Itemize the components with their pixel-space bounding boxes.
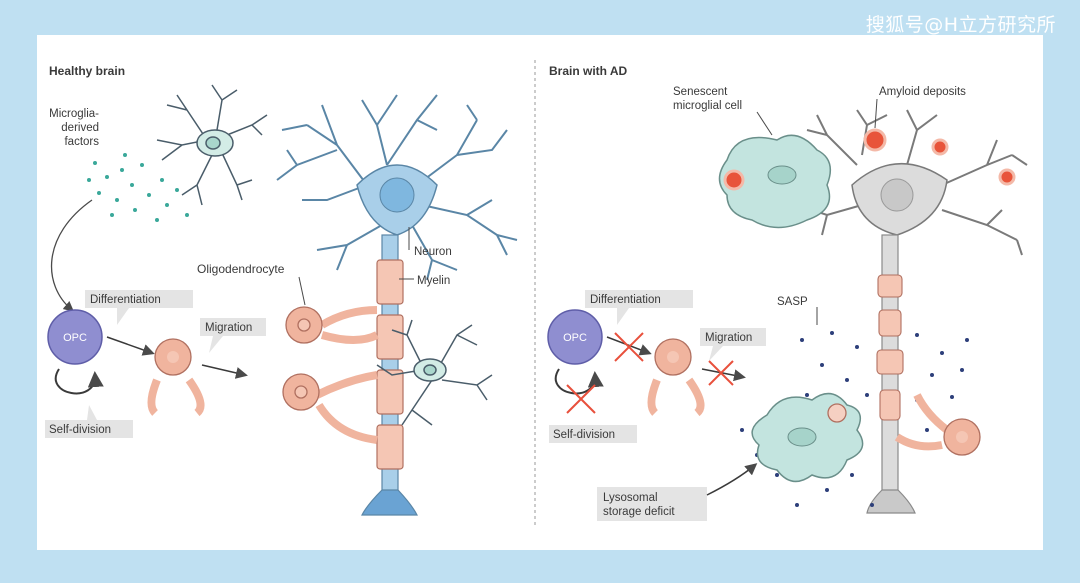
ad-self-division: Self-division bbox=[553, 429, 615, 441]
differentiation-arrow bbox=[106, 336, 155, 356]
healthy-neuron bbox=[276, 94, 518, 516]
ad-migration-x bbox=[708, 360, 734, 386]
ad-opc-label: OPC bbox=[563, 332, 587, 344]
senescent-pointer bbox=[756, 111, 773, 136]
myelin-label: Myelin bbox=[417, 275, 450, 287]
differentiation-box bbox=[85, 290, 193, 308]
microglia-factors-line2: derived bbox=[61, 122, 99, 134]
lysosomal-microglia bbox=[751, 392, 864, 483]
differentiation-box-tail bbox=[117, 308, 129, 325]
ad-young-oligo bbox=[647, 338, 705, 417]
ad-differentiation-x bbox=[614, 332, 644, 362]
migration-arrow bbox=[201, 364, 248, 379]
ad-migration: Migration bbox=[705, 332, 752, 344]
lysosomal-box bbox=[597, 487, 707, 521]
migration-box bbox=[200, 318, 266, 336]
ad-migration-arrow bbox=[701, 368, 746, 382]
amyloid-pointer bbox=[874, 98, 878, 129]
ad-self-division-x bbox=[566, 384, 596, 414]
oligodendrocyte-label: Oligodendrocyte bbox=[197, 262, 285, 276]
senescent-microglia bbox=[718, 134, 832, 229]
watermark: 搜狐号@H立方研究所 bbox=[865, 14, 1056, 36]
self-division-arrow bbox=[55, 368, 104, 395]
healthy-oligodendrocytes bbox=[282, 306, 379, 444]
ad-migration-box bbox=[700, 328, 766, 346]
healthy-title: Healthy brain bbox=[49, 64, 125, 78]
healthy-self-division: Self-division bbox=[49, 424, 111, 436]
lysosomal-arrow bbox=[706, 463, 758, 496]
sasp-label: SASP bbox=[777, 296, 808, 308]
migration-box-tail bbox=[209, 336, 223, 353]
ad-migration-box-tail bbox=[709, 346, 723, 361]
ad-title: Brain with AD bbox=[549, 64, 628, 78]
healthy-opc-label: OPC bbox=[63, 332, 87, 344]
ad-opc bbox=[547, 309, 603, 365]
ad-differentiation-box-tail bbox=[617, 308, 629, 325]
ad-differentiation-box bbox=[585, 290, 693, 308]
amyloid-deposits bbox=[863, 128, 1016, 186]
ad-differentiation: Differentiation bbox=[590, 294, 661, 306]
self-division-box bbox=[45, 420, 133, 438]
senescent-line1: Senescent bbox=[673, 86, 728, 98]
microglia-factors-line3: factors bbox=[64, 136, 99, 148]
ad-self-division-box bbox=[549, 425, 637, 443]
lysosomal-line2: storage deficit bbox=[603, 506, 675, 518]
microglia-factor-dots bbox=[87, 153, 189, 222]
amyloid-label: Amyloid deposits bbox=[879, 86, 966, 98]
healthy-migration: Migration bbox=[205, 322, 252, 334]
lysosomal-line1: Lysosomal bbox=[603, 492, 658, 504]
figure-panel: Healthy brain Microglia- derived factors bbox=[37, 35, 1043, 550]
ad-oligodendrocyte bbox=[894, 393, 981, 456]
healthy-young-oligo bbox=[147, 338, 205, 417]
neuron-label: Neuron bbox=[414, 246, 452, 258]
healthy-differentiation: Differentiation bbox=[90, 294, 161, 306]
senescent-line2: microglial cell bbox=[673, 100, 742, 112]
diagram-svg: Healthy brain Microglia- derived factors bbox=[45, 60, 1028, 525]
factors-arrow bbox=[50, 199, 93, 312]
ad-self-division-arrow bbox=[555, 368, 604, 395]
healthy-opc bbox=[47, 309, 103, 365]
healthy-microglia bbox=[156, 84, 268, 206]
oligodendrocyte-pointer bbox=[298, 276, 306, 306]
microglia-factors-line1: Microglia- bbox=[49, 108, 99, 120]
healthy-microglia-2 bbox=[376, 319, 493, 426]
ad-neuron bbox=[806, 109, 1028, 514]
self-division-box-tail bbox=[87, 405, 97, 420]
